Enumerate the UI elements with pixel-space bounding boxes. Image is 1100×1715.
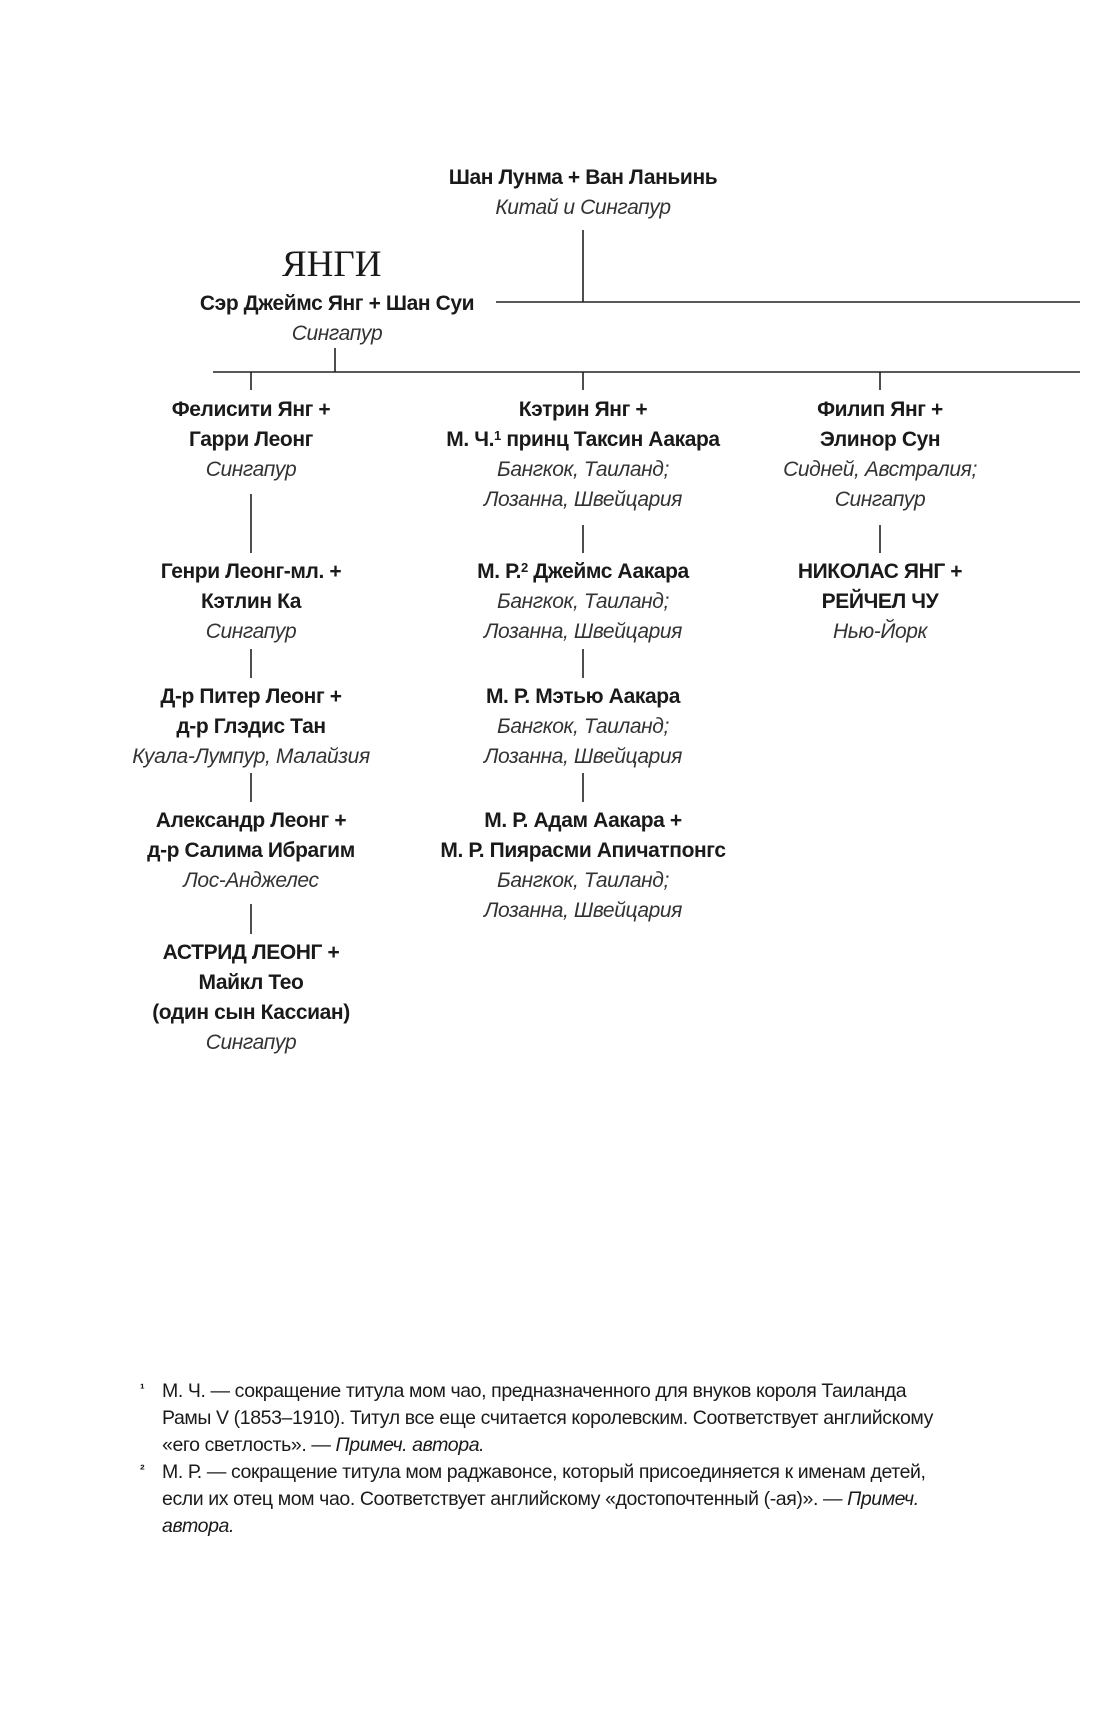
person-place: Сингапур	[205, 1031, 297, 1054]
person-james: Сэр Джеймс Янг + Шан Суи Сингапур	[147, 289, 527, 349]
person-place: Лозанна, Швейцария	[484, 620, 682, 643]
person-place: Сингапур	[834, 488, 926, 511]
footnote-ref: 2	[521, 559, 528, 575]
person-adam: М. Р. Адам Аакара + М. Р. Пиярасми Апича…	[393, 806, 773, 926]
person-henry: Генри Леонг-мл. + Кэтлин Ка Сингапур	[61, 557, 441, 647]
person-astrid: АСТРИД ЛЕОНГ + Майкл Тео (один сын Касси…	[61, 938, 441, 1058]
footnote-mark: ²	[140, 1461, 145, 1477]
person-name: М. Р. Адам Аакара +	[484, 809, 682, 832]
person-place: Сингапур	[205, 620, 297, 643]
person-philip: Филип Янг + Элинор Сун Сидней, Австралия…	[690, 395, 1070, 515]
person-alexander: Александр Леонг + д-р Салима Ибрагим Лос…	[61, 806, 441, 896]
person-name: д-р Глэдис Тан	[176, 715, 326, 738]
person-place: Бангкок, Таиланд;	[497, 869, 669, 892]
person-shang: Шан Лунма + Ван Ланьинь Китай и Сингапур	[393, 163, 773, 223]
person-name: Александр Леонг +	[155, 809, 347, 832]
person-name: М. Ч.1 принц Таксин Аакара	[446, 427, 720, 451]
person-name: Фелисити Янг +	[171, 398, 331, 421]
person-place: Лозанна, Швейцария	[484, 488, 682, 511]
person-name: (один сын Кассиан)	[152, 1001, 350, 1024]
person-mr-james: М. Р.2 Джеймс Аакара Бангкок, Таиланд; Л…	[393, 557, 773, 647]
person-name: Кэтлин Ка	[200, 590, 302, 613]
person-name: РЕЙЧЕЛ ЧУ	[821, 590, 939, 613]
person-name: Сэр Джеймс Янг + Шан Суи	[199, 292, 475, 315]
person-place: Бангкок, Таиланд;	[497, 715, 669, 738]
person-nicholas: НИКОЛАС ЯНГ + РЕЙЧЕЛ ЧУ Нью-Йорк	[690, 557, 1070, 647]
person-name: Д-р Питер Леонг +	[160, 685, 342, 708]
person-place: Бангкок, Таиланд;	[497, 590, 669, 613]
person-name: Шан Лунма + Ван Ланьинь	[448, 166, 718, 189]
footnote-text: М. Ч. — сокращение титула мом чао, предн…	[162, 1380, 934, 1456]
person-name: АСТРИД ЛЕОНГ +	[162, 941, 340, 964]
person-name: д-р Салима Ибрагим	[147, 839, 355, 862]
person-place: Сингапур	[205, 458, 297, 481]
person-name: Филип Янг +	[817, 398, 943, 421]
person-name: Кэтрин Янг +	[518, 398, 648, 421]
person-place: Сингапур	[291, 322, 383, 345]
person-place: Нью-Йорк	[832, 620, 928, 643]
person-name: М. Р. Пиярасми Апичатпонгс	[440, 839, 726, 862]
person-peter: Д-р Питер Леонг + д-р Глэдис Тан Куала-Л…	[61, 682, 441, 772]
person-name: Гарри Леонг	[189, 428, 313, 451]
footnote-mark: ¹	[140, 1380, 145, 1396]
footnotes: ¹ М. Ч. — сокращение титула мом чао, пре…	[140, 1378, 960, 1540]
footnote-2: ² М. Р. — сокращение титула мом раджавон…	[140, 1459, 960, 1540]
person-catherine: Кэтрин Янг + М. Ч.1 принц Таксин Аакара …	[393, 395, 773, 515]
person-name: Элинор Сун	[819, 428, 941, 451]
person-place: Сидней, Австралия;	[783, 458, 977, 481]
person-felicity: Фелисити Янг + Гарри Леонг Сингапур	[61, 395, 441, 485]
person-place: Лос-Анджелес	[183, 869, 319, 892]
person-place: Лозанна, Швейцария	[484, 899, 682, 922]
footnote-text: М. Р. — сокращение титула мом раджавонсе…	[162, 1461, 926, 1537]
person-place: Китай и Сингапур	[495, 196, 671, 219]
family-title: ЯНГИ	[282, 244, 382, 285]
person-name: Генри Леонг-мл. +	[160, 560, 342, 583]
person-name: НИКОЛАС ЯНГ +	[797, 560, 963, 583]
person-place: Бангкок, Таиланд;	[497, 458, 669, 481]
person-name: М. Р.2 Джеймс Аакара	[477, 559, 689, 583]
person-place: Куала-Лумпур, Малайзия	[132, 745, 370, 768]
person-place: Лозанна, Швейцария	[484, 745, 682, 768]
footnote-ref: 1	[494, 427, 501, 443]
footnote-1: ¹ М. Ч. — сокращение титула мом чао, пре…	[140, 1378, 960, 1459]
person-name: М. Р. Мэтью Аакара	[485, 685, 681, 708]
person-name: Майкл Тео	[198, 971, 304, 994]
person-matthew: М. Р. Мэтью Аакара Бангкок, Таиланд; Лоз…	[393, 682, 773, 772]
